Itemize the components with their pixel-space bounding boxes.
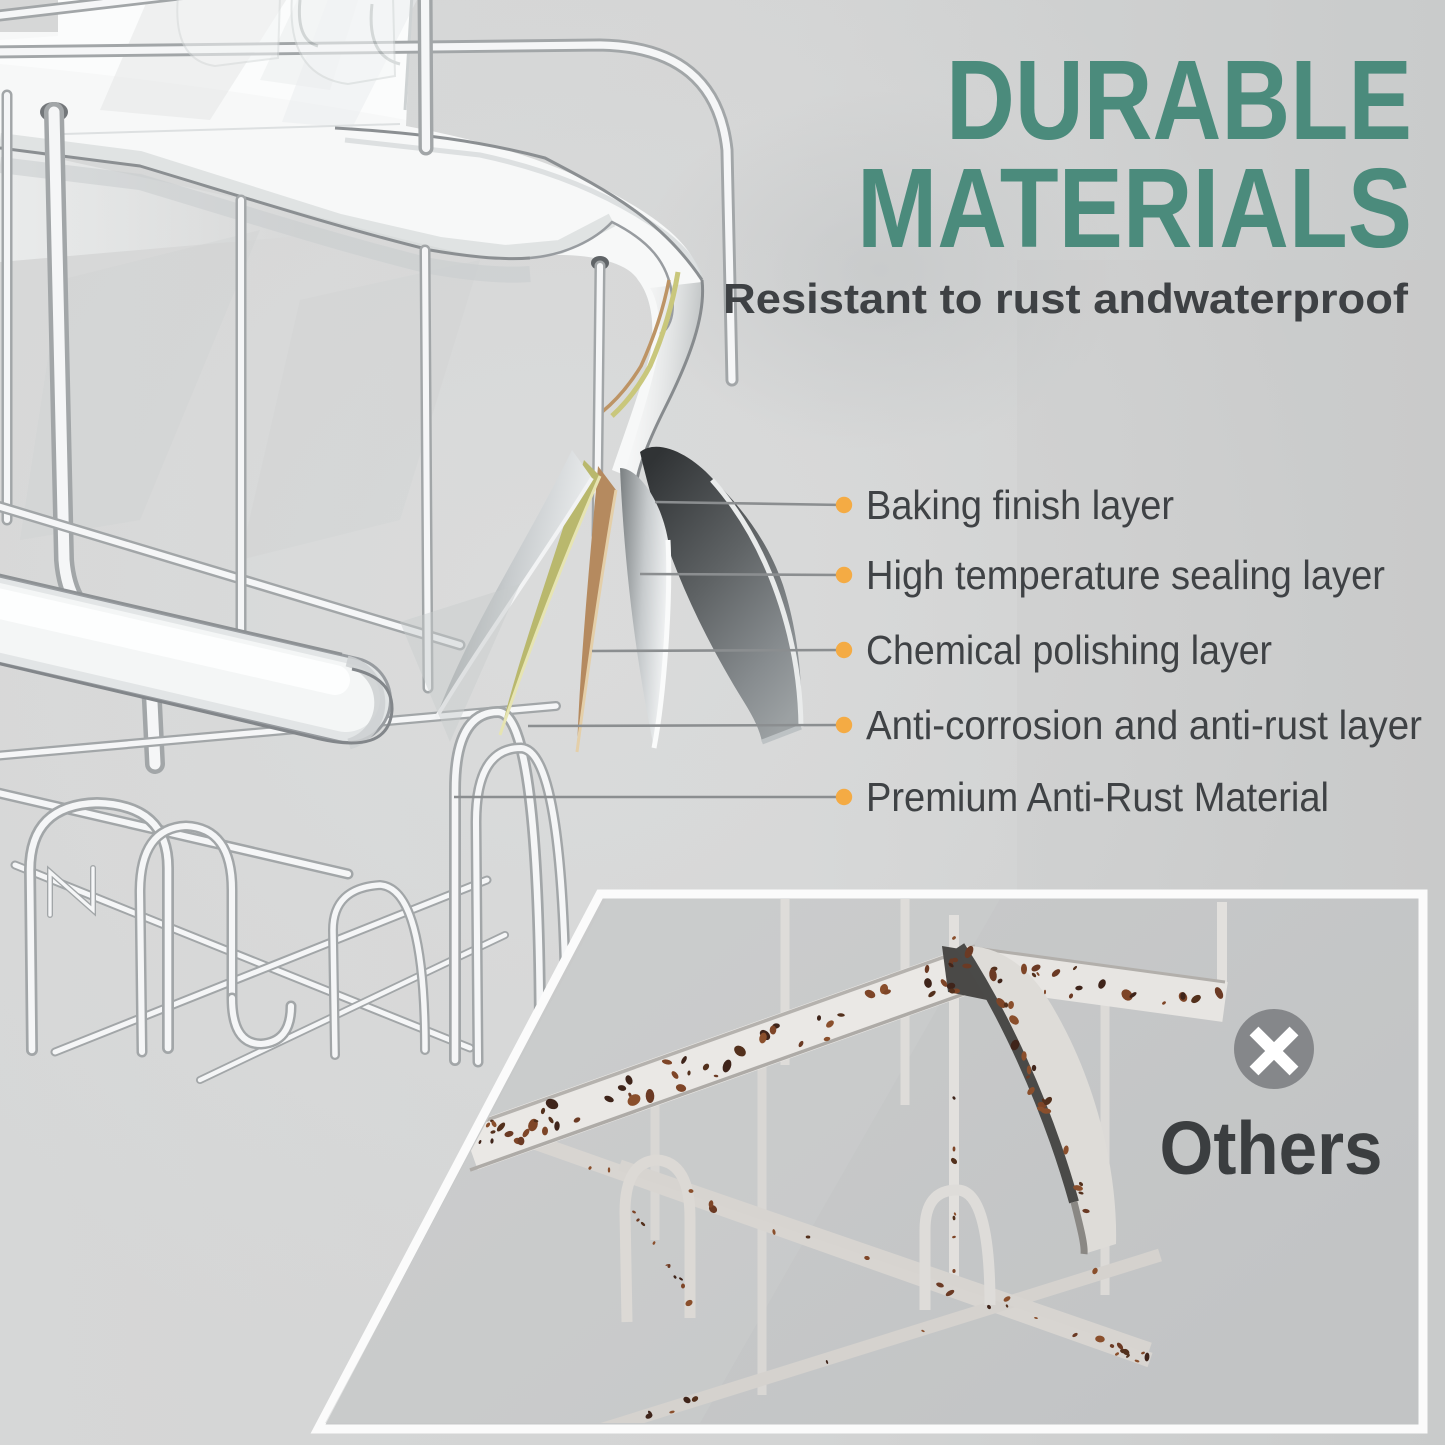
svg-text:Others: Others [1160, 1106, 1383, 1190]
svg-text:High temperature sealing layer: High temperature sealing layer [866, 552, 1385, 598]
svg-text:MATERIALS: MATERIALS [857, 145, 1412, 271]
svg-text:Resistant to rust andwaterproo: Resistant to rust andwaterproof [723, 275, 1409, 322]
svg-text:Chemical polishing layer: Chemical polishing layer [866, 627, 1272, 673]
svg-text:Anti-corrosion and anti-rust l: Anti-corrosion and anti-rust layer [866, 702, 1422, 748]
svg-text:Baking finish layer: Baking finish layer [866, 482, 1174, 528]
svg-text:DURABLE: DURABLE [946, 37, 1412, 163]
svg-text:Premium Anti-Rust Material: Premium Anti-Rust Material [866, 774, 1329, 820]
